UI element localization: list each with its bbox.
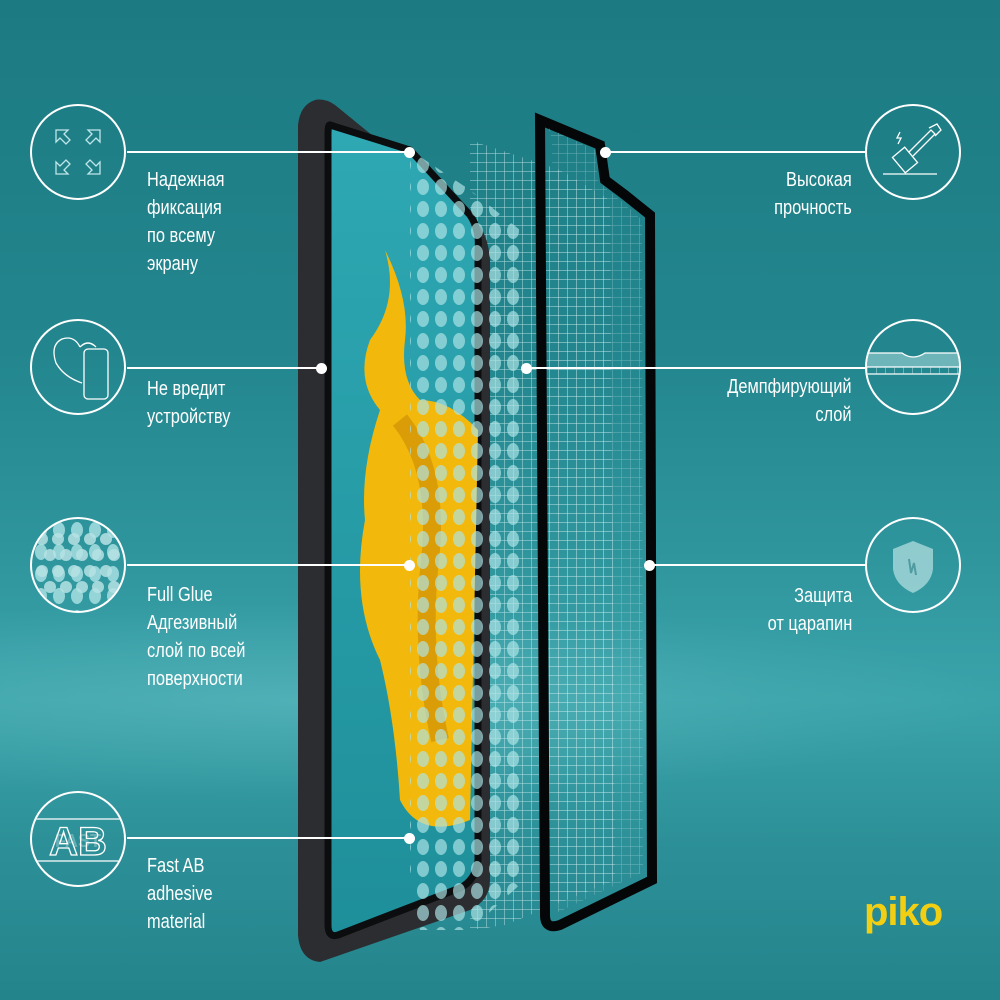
connector-dot bbox=[316, 363, 327, 374]
ab-icon-text: AB bbox=[49, 820, 107, 864]
connector-line bbox=[127, 367, 321, 369]
shield-scratch-icon bbox=[865, 517, 961, 613]
dot-pattern-icon bbox=[30, 517, 126, 613]
expand-arrows-icon bbox=[30, 104, 126, 200]
connector-line bbox=[605, 151, 865, 153]
connector-dot bbox=[521, 363, 532, 374]
connector-dot bbox=[404, 833, 415, 844]
ab-watermark: FAST bbox=[55, 831, 101, 851]
ab-adhesive-icon: FAST AB bbox=[30, 791, 126, 887]
connector-line bbox=[649, 564, 865, 566]
damping-layer-icon bbox=[865, 319, 961, 415]
connector-line bbox=[127, 151, 409, 153]
piko-logo: piko bbox=[864, 890, 943, 934]
tempered-glass-frame bbox=[534, 112, 658, 932]
connector-dot bbox=[404, 560, 415, 571]
connector-line bbox=[127, 837, 409, 839]
heart-phone-icon bbox=[30, 319, 126, 415]
full-glue-dot-layer bbox=[410, 150, 525, 930]
connector-line bbox=[526, 367, 865, 369]
connector-dot bbox=[404, 147, 415, 158]
connector-dot bbox=[600, 147, 611, 158]
hammer-impact-icon bbox=[865, 104, 961, 200]
connector-dot bbox=[644, 560, 655, 571]
connector-line bbox=[127, 564, 409, 566]
